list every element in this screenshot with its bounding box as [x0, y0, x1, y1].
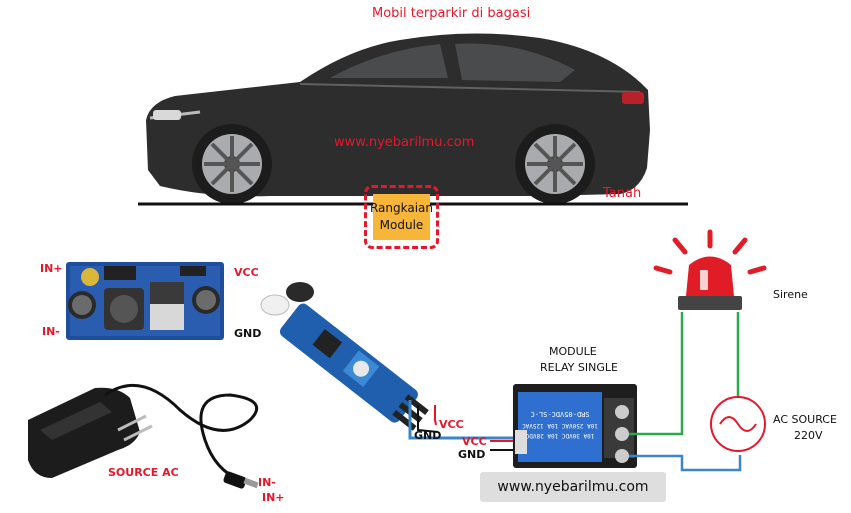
relay-part-text-3: 10A 30VDC 10A 28VDC	[525, 432, 594, 439]
relay-part-text-1: SRD-05VDC-SL-C	[530, 410, 589, 418]
module-box-line1: Rangkaian	[369, 201, 434, 215]
relay-module-board: SRD-05VDC-SL-C 10A 250VAC 10A 125VAC 10A…	[513, 384, 637, 468]
buck-gnd-label: GND	[234, 327, 262, 340]
ir-sensor-module	[260, 282, 429, 431]
module-box-line2: Module	[379, 218, 424, 232]
front-wheel	[515, 124, 595, 204]
siren-icon	[653, 229, 767, 310]
car-watermark: www.nyebarilmu.com	[334, 135, 475, 150]
relay-vcc-label: VCC	[462, 435, 487, 448]
siren-label: Sirene	[773, 288, 808, 301]
diagram-title: Mobil terparkir di bagasi	[372, 6, 531, 21]
website-badge: www.nyebarilmu.com	[480, 472, 666, 502]
relay-title-line2: RELAY SINGLE	[540, 361, 618, 374]
adapter-label: SOURCE AC	[108, 466, 179, 479]
relay-gnd-label: GND	[458, 448, 486, 461]
siren-ac-wires	[629, 312, 742, 472]
ac-source-line2: 220V	[794, 429, 823, 442]
relay-part-text-2: 10A 250VAC 10A 125VAC	[522, 422, 598, 429]
buck-in-minus-label: IN-	[42, 325, 60, 338]
module-box: Rangkaian Module	[364, 185, 439, 249]
buck-in-plus-label: IN+	[40, 262, 63, 275]
sensor-gnd-label: GND	[414, 429, 442, 442]
ac-source-symbol	[710, 396, 766, 452]
sensor-vcc-label: VCC	[439, 418, 464, 431]
ground-label: Tanah	[603, 186, 642, 201]
car-illustration	[146, 33, 650, 204]
module-box-fill: Rangkaian Module	[369, 194, 434, 240]
buck-converter-board	[66, 262, 224, 340]
sensor-relay-wires	[408, 400, 516, 451]
relay-title-line1: MODULE	[549, 345, 597, 358]
rear-wheel	[192, 124, 272, 204]
buck-vcc-label: VCC	[234, 266, 259, 279]
adapter-in-minus-label: IN-	[258, 476, 276, 489]
ac-source-line1: AC SOURCE	[773, 413, 837, 426]
adapter-in-plus-label: IN+	[262, 491, 285, 504]
ac-adapter	[28, 383, 259, 489]
